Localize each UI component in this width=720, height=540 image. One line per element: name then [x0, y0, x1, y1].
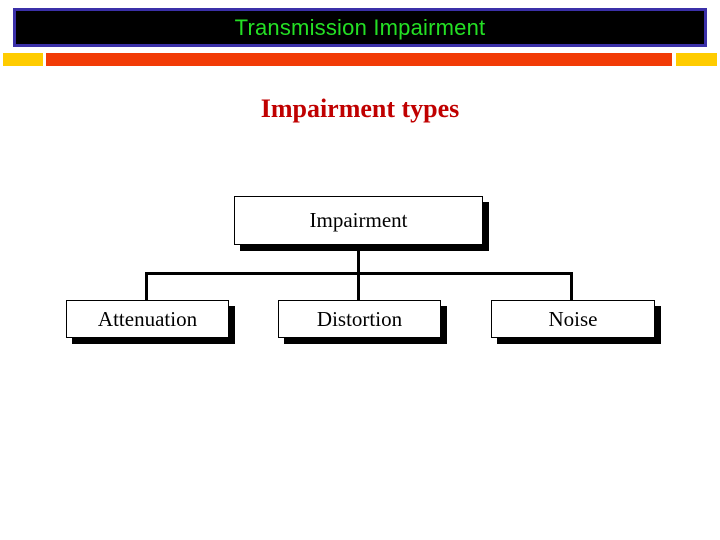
connector-drop-noise: [570, 272, 573, 301]
diagram-node-attenuation: Attenuation: [66, 300, 229, 338]
connector-trunk: [357, 245, 360, 274]
rule-bar-right-yellow: [676, 53, 717, 66]
section-heading: Impairment types: [260, 94, 460, 123]
diagram-node-noise-label: Noise: [548, 306, 598, 331]
connector-drop-attenuation: [145, 272, 148, 301]
diagram-node-distortion: Distortion: [278, 300, 441, 338]
connector-drop-distortion: [357, 272, 360, 301]
rule-bar-left-yellow: [3, 53, 43, 66]
slide-title-banner: Transmission Impairment: [13, 8, 707, 47]
diagram-node-distortion-label: Distortion: [316, 306, 403, 331]
diagram-node-noise: Noise: [491, 300, 655, 338]
diagram-node-impairment: Impairment: [234, 196, 483, 245]
rule-bar-center-red: [46, 53, 672, 66]
diagram-node-attenuation-label: Attenuation: [97, 306, 198, 331]
diagram-node-impairment-label: Impairment: [309, 208, 408, 232]
slide-title-text: Transmission Impairment: [234, 14, 486, 40]
